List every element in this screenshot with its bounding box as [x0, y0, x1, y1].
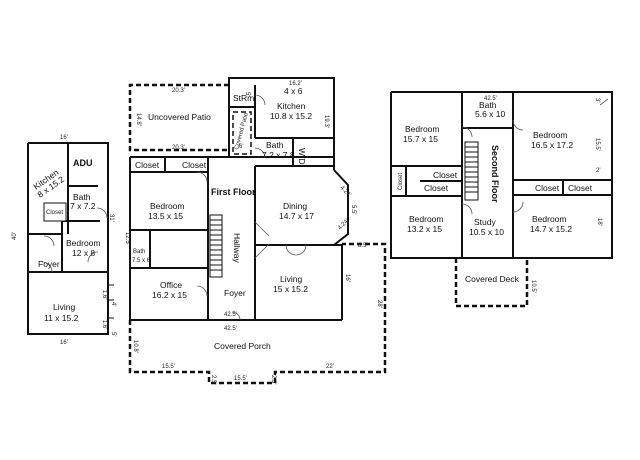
sf-dim-3: 18' [596, 218, 602, 226]
adu-bedroom-size: 12 x 8 [72, 248, 95, 258]
ff-patio-dim-1: 20.3' [172, 145, 185, 151]
sf-title: Second Floor [490, 145, 500, 203]
ff-office-name: Office [160, 280, 182, 290]
ff-kitchen-alt: 4 x 6 [284, 86, 303, 96]
first-floor-stairs [209, 214, 223, 278]
sf-bedroom1-size: 15.7 x 15 [403, 134, 438, 144]
ff-dim-8: 12.5' [124, 232, 130, 245]
adu-plan [27, 142, 114, 335]
ff-living-name: Living [280, 274, 302, 284]
adu-side-dim-0: 31' [108, 214, 114, 222]
adu-living-name: Living [53, 302, 75, 312]
ff-closet2: Closet [182, 160, 207, 170]
sf-dim-0: 3' [594, 98, 600, 102]
sf-bedroom4-name: Bedroom [532, 214, 567, 224]
adu-title: ADU [73, 158, 93, 168]
sf-bedroom3-name: Bedroom [409, 214, 444, 224]
sf-dim-4: 10.5' [530, 280, 536, 293]
ff-bath-size: 7.2 x 7.8 [262, 150, 295, 160]
ff-bedroom-size: 13.5 x 15 [148, 211, 183, 221]
sf-study-size: 10.5 x 10 [469, 227, 504, 237]
sf-closet1: Closet [398, 173, 404, 190]
sf-closet5: Closet [568, 183, 593, 193]
ff-kitchen-size: 10.8 x 15.2 [270, 111, 312, 121]
adu-closet: Closet [46, 210, 63, 216]
ff-dim-2: 8.5' [358, 243, 368, 249]
ff-dim-4: 28' [376, 300, 382, 308]
sf-bedroom2-size: 16.5 x 17.2 [531, 140, 573, 150]
ff-office-size: 16.2 x 15 [152, 290, 187, 300]
ff-covered-porch: Covered Porch [214, 341, 271, 351]
ff-porch-dim-4: 2.5' [210, 375, 216, 385]
ff-bath-name: Bath [266, 140, 284, 150]
ff-bedroom-name: Bedroom [150, 201, 185, 211]
sf-closet3: Closet [424, 183, 449, 193]
sf-dim-1: 15.5' [594, 138, 600, 151]
ff-hallway: Hallway [232, 233, 242, 264]
adu-side-dim-4: 5' [110, 332, 116, 336]
ff-porch-dim-5: 2.5' [270, 375, 276, 385]
first-floor-plan [128, 77, 387, 385]
sf-bath-size: 5.6 x 10 [475, 109, 506, 119]
ff-patio-dim-0: 20.3' [172, 88, 185, 94]
sf-study-name: Study [474, 217, 496, 227]
adu-bedroom-name: Bedroom [66, 238, 101, 248]
adu-bath-size: 7 x 7.2 [70, 201, 96, 211]
adu-foyer: Foyer [38, 259, 60, 269]
ff-bath2-size: 7.5 x 6 [132, 258, 151, 264]
second-floor-stairs [464, 141, 479, 201]
ff-dim-1: 42.5' [224, 326, 237, 332]
adu-top-dim: 16' [60, 135, 68, 141]
sf-covered-deck: Covered Deck [465, 274, 520, 284]
ff-kitchen-dim-1: 19.3' [323, 115, 329, 128]
sf-bedroom3-size: 13.2 x 15 [407, 224, 442, 234]
adu-bath-name: Bath [73, 192, 91, 202]
ff-dining-name: Dining [283, 201, 307, 211]
ff-wd: W/D [297, 148, 307, 165]
sf-bedroom2-name: Bedroom [533, 130, 568, 140]
ff-kitchen-dim-2: 5' [244, 92, 250, 96]
ff-kitchen-dim-3: 6' [239, 144, 243, 150]
sf-dim-2: 2' [596, 168, 600, 174]
sf-bedroom1-name: Bedroom [405, 124, 440, 134]
ff-porch-dim-0: 15.5' [162, 364, 175, 370]
ff-foyer: Foyer [224, 288, 246, 298]
ff-patio-dim-2: 14.8' [135, 113, 141, 126]
ff-dim-3: 16' [344, 274, 350, 282]
adu-side-dim-3: 1.6' [101, 320, 107, 330]
adu-bottom-dim: 16' [60, 340, 68, 346]
ff-strm: StRm [233, 93, 254, 103]
ff-uncovered-patio: Uncovered Patio [148, 112, 211, 122]
ff-title: First Floor [211, 187, 256, 197]
ff-porch-dim-3: 10.8' [132, 340, 138, 353]
second-floor-plan [390, 91, 613, 308]
ff-dining-size: 14.7 x 17 [279, 211, 314, 221]
adu-living-size: 11 x 15.2 [44, 313, 79, 323]
sf-bedroom4-size: 14.7 x 15.2 [530, 224, 572, 234]
sf-bath-dim: 42.5' [484, 96, 497, 102]
ff-porch-dim-2: 22' [326, 364, 334, 370]
ff-dim-0: 42.5' [224, 312, 237, 318]
sf-closet2: Closet [433, 170, 458, 180]
ff-kitchen-name: Kitchen [277, 101, 306, 111]
ff-closet1: Closet [135, 160, 160, 170]
sf-closet4: Closet [535, 183, 560, 193]
adu-left-dim: 40' [12, 232, 18, 240]
sf-bath-name: Bath [479, 100, 497, 110]
ff-kitchen-dim-0: 16.2' [289, 81, 302, 87]
adu-side-dim-1: 1.6' [101, 290, 107, 300]
adu-side-dim-2: 4' [110, 302, 116, 306]
ff-dim-7: 5.5' [350, 205, 356, 215]
ff-living-size: 15 x 15.2 [273, 284, 308, 294]
ff-bath2-name: Bath [133, 249, 145, 255]
ff-porch-dim-1: 15.5' [234, 376, 247, 382]
ff-dim-5: 4.24' [339, 185, 352, 198]
